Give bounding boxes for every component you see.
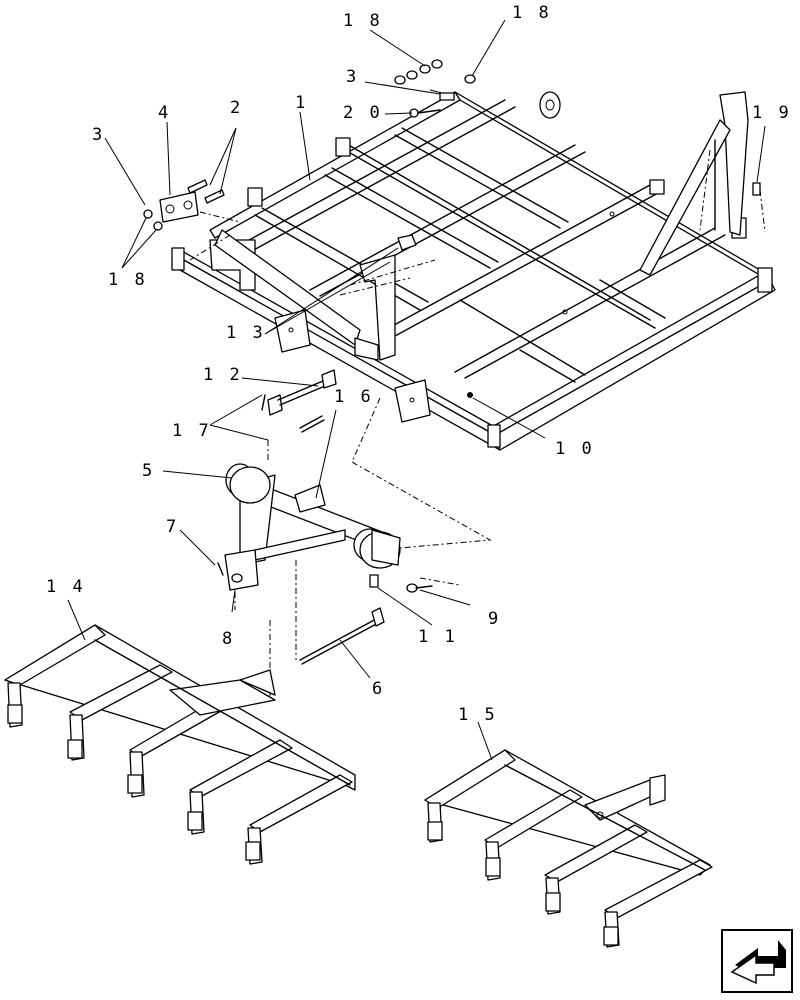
callout-16: 1 6 (334, 387, 374, 407)
callout-9: 9 (488, 609, 501, 629)
gang-14 (4, 624, 356, 865)
callout-3: 3 (346, 67, 359, 87)
next-page-arrow-icon[interactable] (721, 929, 793, 993)
callout-18: 1 8 (512, 3, 552, 23)
callout-18: 1 8 (108, 270, 148, 290)
callout-12: 1 2 (203, 365, 243, 385)
callout-4: 4 (158, 103, 171, 123)
callout-6: 6 (372, 679, 385, 699)
callout-11: 1 1 (418, 627, 458, 647)
callout-20: 2 0 (343, 103, 383, 123)
hardware-parts (143, 59, 766, 433)
pivot-assembly (217, 397, 492, 700)
callout-7: 7 (166, 517, 179, 537)
callout-10: 1 0 (555, 439, 595, 459)
callout-17: 1 7 (172, 421, 212, 441)
leader-lines (67, 19, 766, 761)
callout-3: 3 (92, 125, 105, 145)
callout-2: 2 (230, 98, 243, 118)
callout-5: 5 (142, 461, 155, 481)
callout-1: 1 (295, 93, 308, 113)
gang-15 (424, 749, 713, 948)
callout-labels: 1 8 1 8 3 2 0 1 2 4 3 1 8 1 9 1 3 1 2 1 … (46, 3, 792, 725)
callout-19: 1 9 (752, 103, 792, 123)
callout-15: 1 5 (458, 705, 498, 725)
callout-13: 1 3 (226, 323, 266, 343)
callout-14: 1 4 (46, 577, 86, 597)
main-frame (171, 91, 776, 451)
callout-8: 8 (222, 629, 235, 649)
callout-18: 1 8 (343, 11, 383, 31)
